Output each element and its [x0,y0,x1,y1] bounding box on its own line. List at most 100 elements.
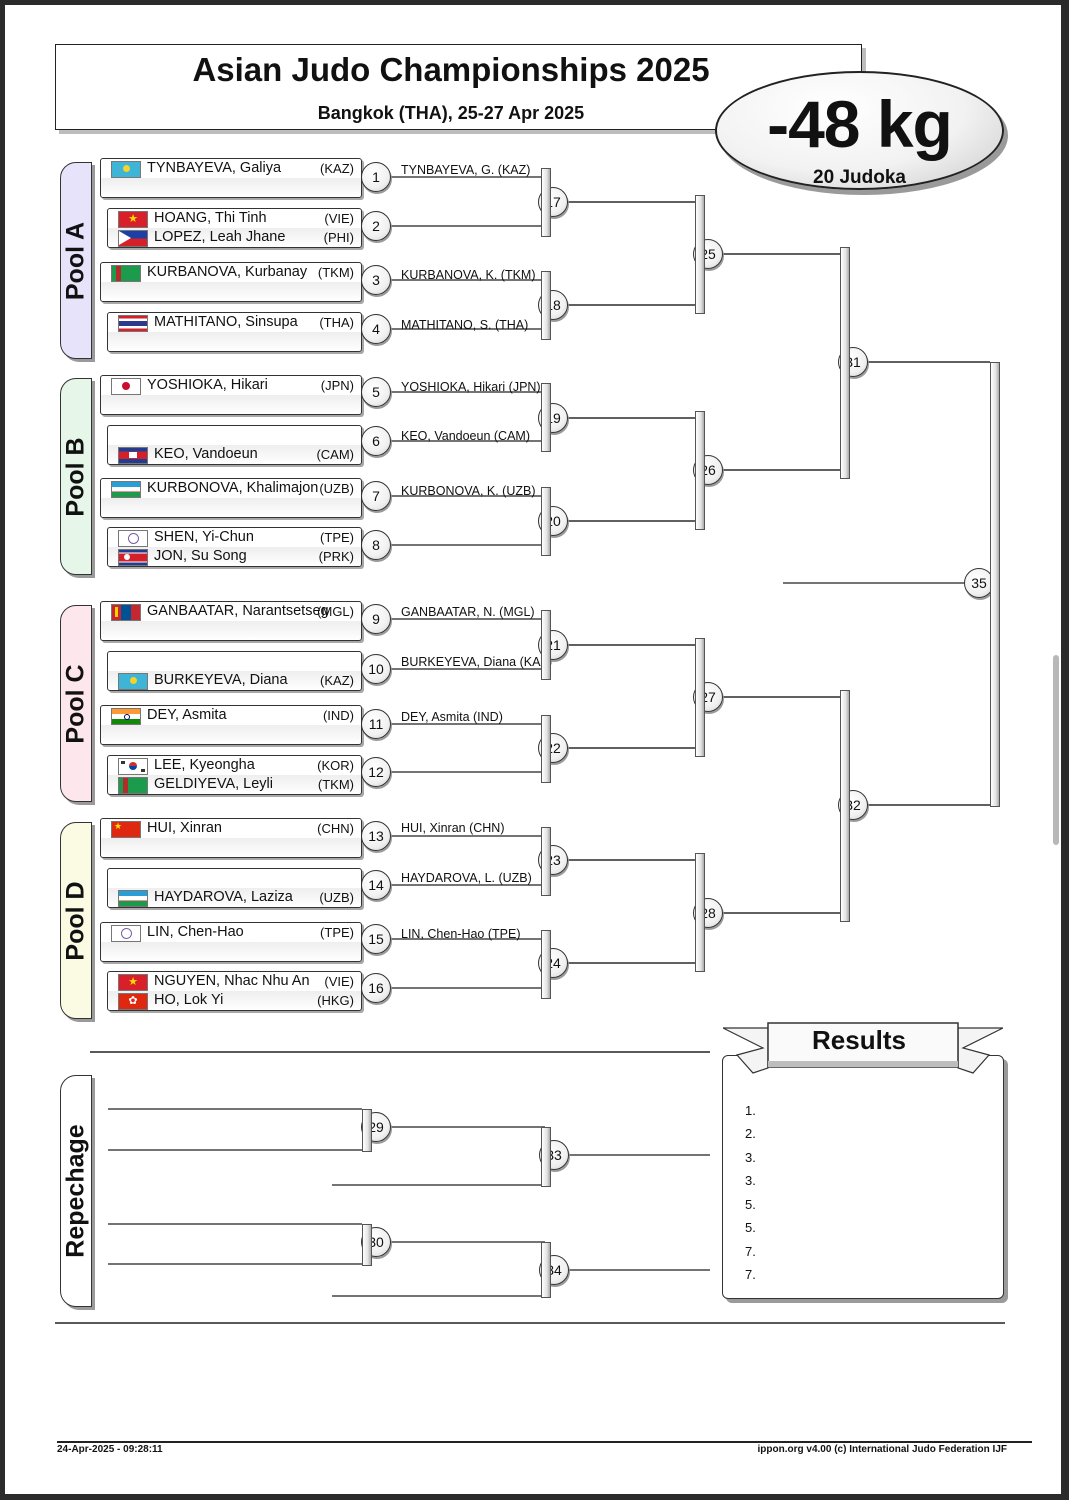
competitor-name: HOANG, Thi Tinh [154,210,267,226]
phi-flag-icon [118,230,148,247]
competitor-box: KEO, Vandoeun(CAM) [107,425,362,465]
tkm-flag-icon [118,777,148,794]
competitor-name: LEE, Kyeongha [154,757,255,773]
competitor-box: HAYDAROVA, Laziza(UZB) [107,868,362,908]
bracket-bar [541,930,551,999]
advancer-label: KEO, Vandoeun (CAM) [401,429,530,443]
match-number: 10 [361,654,391,684]
cam-flag-icon [118,447,148,464]
competitor-nation: (KAZ) [320,673,354,688]
match-number: 35 [964,568,994,598]
prk-flag-icon [118,549,148,566]
result-place: 5. [745,1197,756,1212]
bracket-lines [55,176,1005,1324]
competitor-name: MATHITANO, Sinsupa [154,314,298,330]
match-number: 9 [361,604,391,634]
bracket-bar [990,362,1000,807]
pool-label: Pool D [61,880,90,961]
competitor-nation: (KAZ) [320,161,354,176]
competitor-name: YOSHIOKA, Hikari [147,377,268,393]
competitor-entry: GANBAATAR, Narantsetseg(MGL) [107,602,358,621]
tpe-flag-icon [118,530,148,547]
footer-divider [57,1441,1032,1443]
match-number: 15 [361,924,391,954]
results-title: Results [812,1025,906,1055]
competitor-nation: (UZB) [319,481,354,496]
competitor-name: GANBAATAR, Narantsetseg [147,603,329,619]
kaz-flag-icon [111,161,141,178]
advancer-label: LIN, Chen-Hao (TPE) [401,927,521,941]
competitor-name: TYNBAYEVA, Galiya [147,160,282,176]
competitor-nation: (PHI) [323,230,354,245]
competitor-nation: (JPN) [320,378,354,393]
bracket-bar [541,487,551,556]
competitor-name: SHEN, Yi-Chun [154,529,254,545]
repechage-label: Repechage [61,1124,90,1258]
competitor-entry: BURKEYEVA, Diana (KAZ) [114,671,358,690]
repechage-tab: Repechage [60,1075,92,1307]
match-number: 16 [361,973,391,1003]
result-place: 3. [745,1150,756,1165]
advancer-label: HAYDAROVA, L. (UZB) [401,871,532,885]
advancer-label: GANBAATAR, N. (MGL) [401,605,535,619]
advancer-label: MATHITANO, S. (THA) [401,318,529,332]
competitor-name: BURKEYEVA, Diana [154,672,288,688]
bracket-bar [695,411,705,530]
competitor-nation: (THA) [319,315,354,330]
result-place: 7. [745,1244,756,1259]
bracket-bar [541,383,551,452]
competitor-entry: KURBONOVA, Khalimajon(UZB) [107,479,358,498]
competitor-box: GANBAATAR, Narantsetseg(MGL) [100,601,362,641]
tkm-flag-icon [111,265,141,282]
competitor-name: LIN, Chen-Hao [147,924,244,940]
competitor-nation: (CHN) [317,821,354,836]
competitor-nation: (TKM) [317,265,354,280]
competitor-entry: ✿HO, Lok Yi(HKG) [114,991,358,1010]
bracket-bar [362,1109,372,1152]
copyright: ippon.org v4.00 (c) International Judo F… [757,1444,1007,1455]
competitor-box: DEY, Asmita(IND) [100,705,362,745]
advancer-label: TYNBAYEVA, G. (KAZ) [401,163,531,177]
competitor-entry: ★HUI, Xinran(CHN) [107,819,358,838]
weight-class: -48 kg [767,87,953,161]
bracket-bar [362,1224,372,1266]
bracket-bar [541,271,551,340]
kaz-flag-icon [118,673,148,690]
competitor-box: ★HOANG, Thi Tinh(VIE)LOPEZ, Leah Jhane(P… [107,208,362,248]
competitor-nation: (TPE) [320,530,354,545]
competitor-nation: (IND) [322,708,354,723]
advancer-label: DEY, Asmita (IND) [401,710,503,724]
competitor-count: 20 Judoka [813,167,906,188]
bracket-bar [541,610,551,680]
bracket-bar [840,247,850,479]
uzb-flag-icon [111,481,141,498]
match-number: 13 [361,821,391,851]
result-place: 7. [745,1267,756,1282]
draw-sheet: Asian Judo Championships 2025 Bangkok (T… [5,5,1061,1494]
chn-flag-icon: ★ [111,821,141,838]
mgl-flag-icon [111,604,141,621]
results-box: 1.2.3.3.5.5.7.7. [722,1055,1004,1299]
tpe-flag-icon [111,925,141,942]
competitor-name: KEO, Vandoeun [154,446,258,462]
bracket-bar [541,827,551,896]
bracket-bar [541,168,551,237]
match-number: 14 [361,870,391,900]
competitor-entry: TYNBAYEVA, Galiya (KAZ) [107,159,358,178]
advancer-label: HUI, Xinran (CHN) [401,821,505,835]
vie-flag-icon: ★ [118,974,148,991]
competitor-name: HO, Lok Yi [154,992,224,1008]
match-number: 11 [361,709,391,739]
competitor-box: YOSHIOKA, Hikari (JPN) [100,375,362,415]
competitor-nation: (MGL) [317,604,354,619]
pool-tab-a: Pool A [60,162,92,359]
match-number: 12 [361,757,391,787]
competitor-box: MATHITANO, Sinsupa (THA) [107,312,362,352]
scrollbar-thumb[interactable] [1053,655,1059,845]
result-place: 3. [745,1173,756,1188]
competitor-nation: (HKG) [317,993,354,1008]
competitor-nation: (VIE) [324,211,354,226]
competitor-entry: LOPEZ, Leah Jhane(PHI) [114,228,358,247]
pool-label: Pool A [61,221,90,300]
jpn-flag-icon [111,378,141,395]
